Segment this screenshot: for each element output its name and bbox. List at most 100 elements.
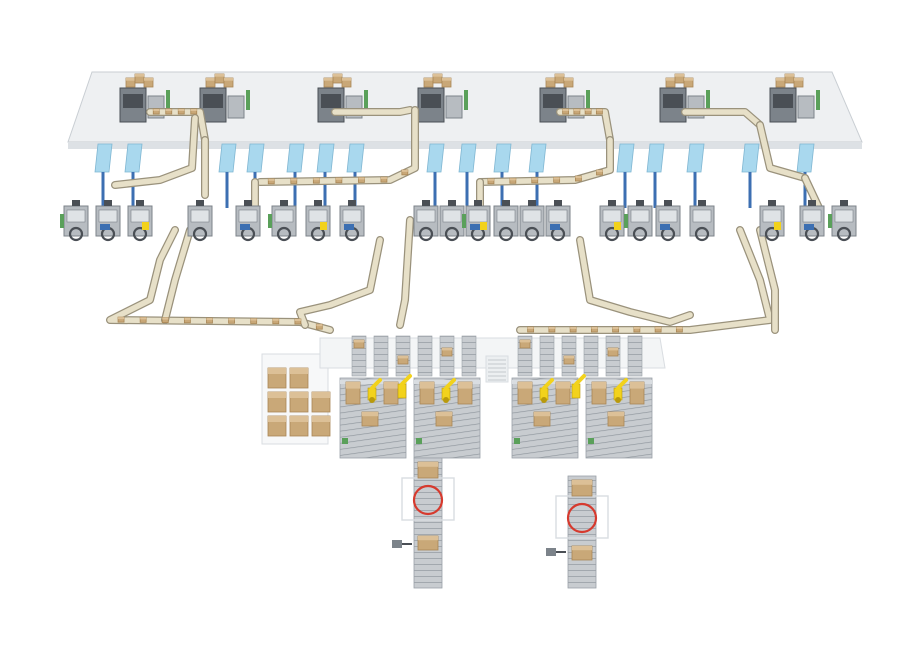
carton-top	[312, 392, 330, 398]
chute-panel	[316, 143, 335, 173]
carton-top	[224, 78, 233, 81]
wrapper-station	[439, 200, 465, 242]
station-head	[528, 200, 536, 206]
bay-rail	[512, 380, 578, 384]
carton-top	[458, 382, 472, 389]
status-column	[246, 90, 250, 110]
carton-top	[570, 327, 577, 329]
lane-pedestal	[546, 548, 556, 556]
accumulation-lane	[583, 335, 599, 377]
station-head	[422, 200, 430, 206]
station-window	[602, 209, 622, 223]
spindle-ring	[192, 226, 208, 242]
spindle-ring	[498, 226, 514, 242]
wrapper-station	[305, 200, 331, 242]
station-head	[448, 200, 456, 206]
carton-top	[268, 416, 286, 422]
conveyor-segment	[397, 217, 413, 328]
carton-top	[418, 462, 438, 467]
station-window	[98, 209, 118, 223]
carton-top	[140, 317, 147, 320]
carton-top	[776, 78, 785, 81]
chute-panel	[458, 143, 477, 173]
carton-top	[290, 392, 308, 398]
green-tag	[624, 214, 628, 228]
carton-top	[675, 74, 684, 77]
station-window	[762, 209, 782, 223]
station-head	[280, 200, 288, 206]
chute-panel	[124, 143, 143, 173]
chute-panel	[94, 143, 113, 173]
carton-top	[785, 74, 794, 77]
carton-top	[398, 356, 408, 359]
carton-top	[316, 324, 323, 327]
station-window	[802, 209, 822, 223]
carton-top	[250, 318, 257, 321]
conveyor-segment	[757, 227, 778, 333]
spindle-ring	[632, 226, 648, 242]
carton-top	[401, 169, 408, 172]
station-head	[664, 200, 672, 206]
station-window	[238, 209, 258, 223]
station-head	[136, 200, 144, 206]
cell-window	[663, 94, 683, 108]
carton-top	[346, 382, 360, 389]
station-window	[130, 209, 150, 223]
cell-window	[421, 94, 441, 108]
green-tag	[268, 214, 272, 228]
robot-arm	[574, 374, 586, 386]
conveyor-segment	[577, 237, 693, 325]
conveyor-segment-rail	[576, 236, 694, 326]
cell-side-unit	[797, 95, 815, 119]
conveyor-segment	[332, 107, 413, 115]
station-window	[548, 209, 568, 223]
station-window	[658, 209, 678, 223]
chute-panel	[646, 143, 665, 173]
carton-top	[178, 109, 185, 111]
spindle-ring	[836, 226, 852, 242]
palletizer-area	[261, 335, 666, 459]
conveyor-segment	[517, 227, 773, 333]
blue-drive	[660, 224, 670, 230]
carton-top	[335, 177, 342, 180]
spindle-ring	[310, 226, 326, 242]
robot-arm	[400, 374, 412, 386]
spindle-ring	[276, 226, 292, 242]
output-lane	[392, 457, 455, 589]
conveyor-segment	[112, 115, 198, 188]
station-head	[348, 200, 356, 206]
carton-top	[436, 412, 452, 417]
chute-panel	[218, 143, 237, 173]
status-column	[706, 90, 710, 110]
station-head	[314, 200, 322, 206]
carton-top	[684, 78, 693, 81]
robot-arm	[542, 378, 554, 390]
palletizer-bay	[585, 377, 653, 459]
wrapper-station	[127, 200, 153, 242]
conveyor-segment-rail	[296, 236, 384, 329]
carton-top	[268, 178, 275, 181]
station-window	[416, 209, 436, 223]
carton-top	[420, 382, 434, 389]
cell-window	[123, 94, 143, 108]
carton-top	[228, 318, 235, 321]
output-lane	[546, 475, 609, 589]
yellow-module	[614, 222, 621, 230]
upper-cell	[417, 73, 468, 123]
wrapper-station	[235, 200, 261, 242]
carton-top	[418, 536, 438, 541]
status-column	[464, 90, 468, 110]
bay-sensor	[342, 438, 348, 444]
carton-top	[608, 348, 618, 351]
carton-top	[608, 412, 624, 417]
station-window	[630, 209, 650, 223]
station-head	[636, 200, 644, 206]
blue-drive	[344, 224, 354, 230]
station-head	[808, 200, 816, 206]
upper-cell	[119, 73, 170, 123]
station-head	[196, 200, 204, 206]
carton-top	[520, 340, 530, 343]
carton-top	[165, 109, 172, 111]
wrapper-station	[268, 200, 297, 242]
